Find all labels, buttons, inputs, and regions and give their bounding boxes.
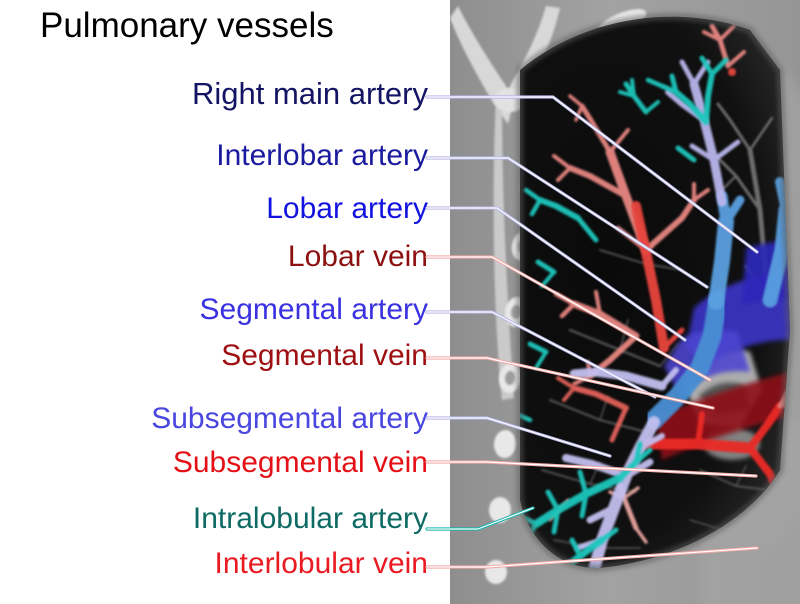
label-subsegmental-vein: Subsegmental vein [172, 446, 428, 479]
label-interlobar-artery: Interlobar artery [216, 139, 428, 172]
label-right-main-artery: Right main artery [191, 76, 428, 111]
label-segmental-vein: Segmental vein [221, 339, 428, 372]
label-segmental-artery: Segmental artery [199, 293, 428, 326]
label-intralobular-artery: Intralobular artery [192, 502, 428, 535]
label-subsegmental-artery: Subsegmental artery [151, 402, 428, 435]
label-interlobular-vein: Interlobular vein [214, 547, 428, 580]
ct-image-panel [450, 0, 800, 604]
label-lobar-vein: Lobar vein [287, 240, 428, 273]
page-title: Pulmonary vessels [40, 6, 334, 45]
label-lobar-artery: Lobar artery [266, 192, 428, 225]
ct-scan-image [450, 0, 800, 604]
